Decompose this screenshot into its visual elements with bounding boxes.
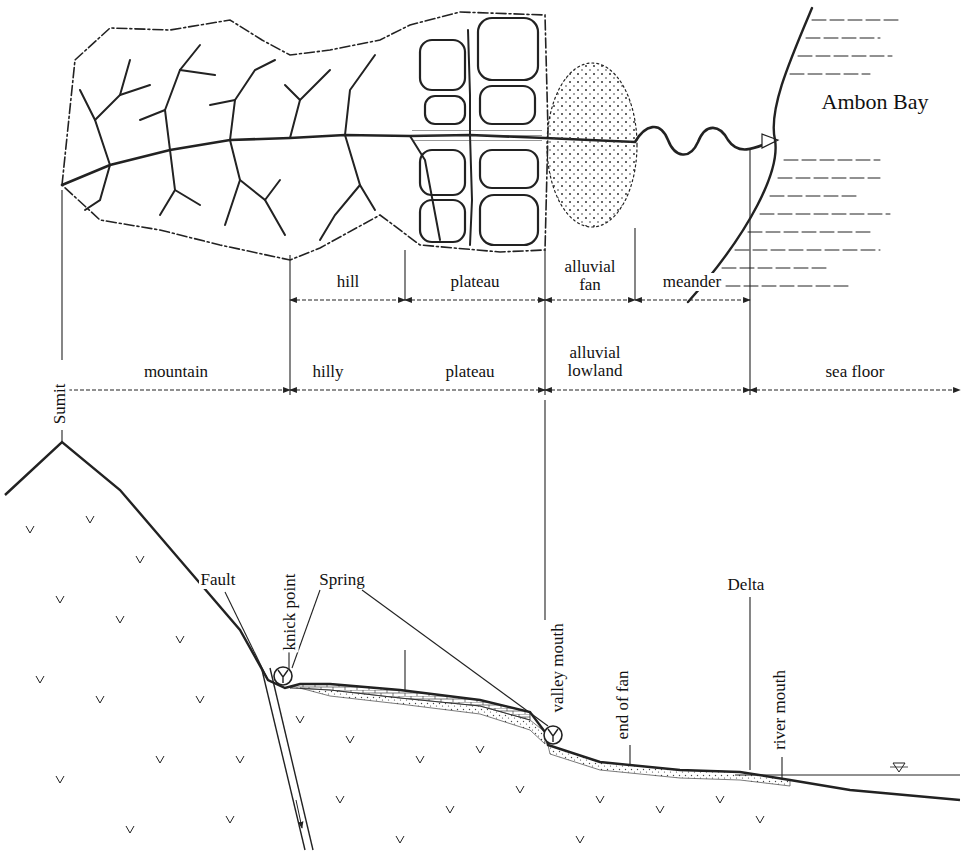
zone-label: hilly [310,363,345,381]
point-label: Fault [199,571,238,589]
point-label: end of fan [613,669,631,742]
zone-label: plateau [448,273,501,291]
point-label: valley mouth [549,621,567,714]
zone-label: sea floor [823,363,886,381]
bay-name: Ambon Bay [820,90,931,113]
zone-label: alluvial fan [557,258,623,294]
point-label: Sumit [51,382,69,427]
zone-label: alluvial lowland [558,344,632,380]
point-label: Delta [726,576,767,594]
zone-label: hill [335,273,362,291]
zone-label: plateau [443,363,496,381]
zone-label: meander [661,273,724,291]
point-label: Spring [317,571,366,589]
zone-label: mountain [142,363,210,381]
point-label: knick point [280,572,298,653]
point-label: river mouth [771,668,789,752]
